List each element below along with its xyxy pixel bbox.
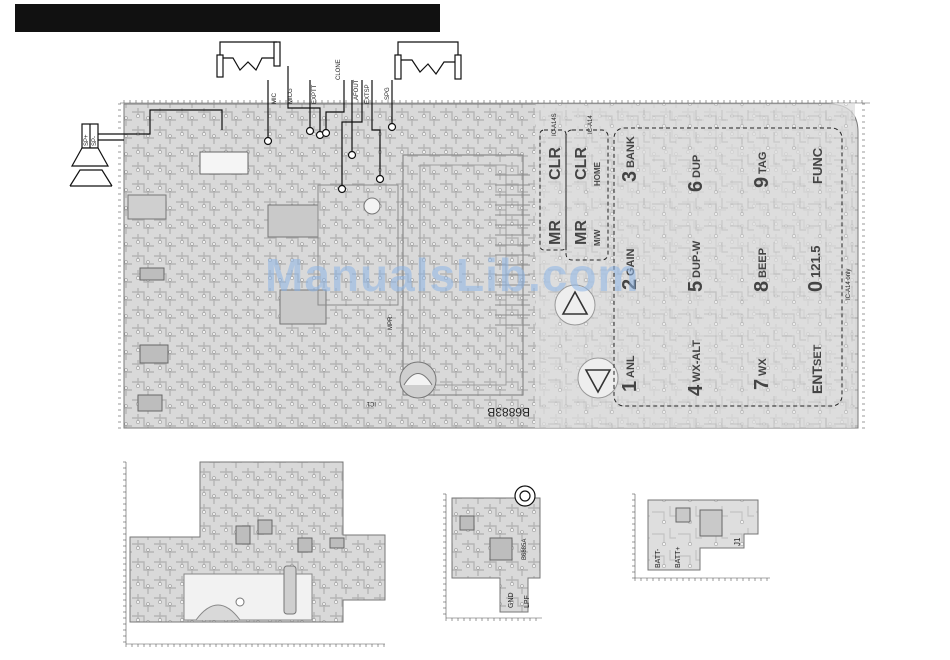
svg-text:121.5: 121.5	[808, 245, 823, 278]
svg-text:0: 0	[805, 281, 827, 292]
svg-text:FUNC: FUNC	[810, 147, 825, 184]
label-ic-a14-only: IC-A14 only	[846, 269, 852, 300]
board-code-small: B6885A	[522, 539, 528, 560]
label-j1: J1	[733, 537, 742, 546]
svg-text:BEEP: BEEP	[757, 248, 769, 278]
svg-text:9: 9	[751, 177, 773, 188]
bottom-middle-board: B6885A GND LPF	[443, 486, 542, 621]
svg-text:7: 7	[751, 379, 773, 390]
label-spg: SPG	[385, 87, 391, 100]
label-clone: CLONE	[336, 59, 342, 80]
svg-text:TAG: TAG	[757, 152, 769, 174]
svg-text:ANL: ANL	[625, 355, 637, 378]
label-sp-plus: SP+	[84, 134, 90, 146]
bottom-left-board	[123, 462, 385, 647]
svg-text:WX: WX	[757, 358, 769, 376]
svg-text:BANK: BANK	[625, 136, 637, 168]
label-ic-a14s: IC-A14S	[552, 113, 558, 136]
connector-labels: MIC MICG EXPTT CLONE AFOUT EXTSP SPG	[272, 59, 391, 104]
label-gnd: GND	[508, 592, 515, 608]
label-batt-plus: BATT+	[675, 547, 682, 568]
svg-text:SET: SET	[812, 344, 824, 366]
key-ent-set: ENT SET	[809, 344, 825, 394]
label-lpf: LPF	[524, 595, 531, 608]
side-key-clr: CLR	[547, 147, 564, 180]
label-mic: MIC	[272, 92, 278, 104]
side-key-home-label: HOME	[593, 161, 602, 186]
label-ic-a14: IC-A14	[588, 115, 594, 134]
svg-text:5: 5	[685, 281, 707, 292]
svg-text:WX-ALT: WX-ALT	[691, 340, 703, 382]
side-key-clr-home: CLR	[573, 147, 590, 180]
svg-text:1: 1	[619, 381, 641, 392]
svg-text:4: 4	[685, 384, 707, 396]
board-code-main: B6883B	[487, 405, 530, 419]
watermark: ManualsLib.com	[265, 248, 639, 302]
label-exptt: EXPTT	[312, 84, 318, 104]
speaker-icon	[70, 124, 112, 186]
label-batt-minus: BATT-	[655, 548, 662, 568]
label-afout: AFOUT	[354, 79, 360, 100]
svg-text:6: 6	[685, 181, 707, 192]
side-key-mr: MR	[547, 220, 564, 245]
side-key-mr-mw: MR	[573, 220, 590, 245]
svg-text:3: 3	[619, 171, 641, 182]
label-mpr: MPR	[388, 316, 394, 330]
key-func: FUNC	[810, 147, 825, 184]
label-sp-minus: SP-	[92, 136, 98, 146]
label-extsp: EXTSP	[365, 84, 371, 104]
side-key-mw-label: M/W	[593, 229, 602, 246]
svg-text:DUP-W: DUP-W	[691, 240, 703, 278]
svg-text:8: 8	[751, 281, 773, 292]
bottom-right-board: BATT- BATT+ J1	[632, 494, 770, 581]
label-ic1: IC1	[366, 400, 376, 406]
label-micg: MICG	[288, 88, 294, 104]
svg-text:DUP: DUP	[691, 155, 703, 178]
svg-text:ENT: ENT	[809, 366, 825, 394]
